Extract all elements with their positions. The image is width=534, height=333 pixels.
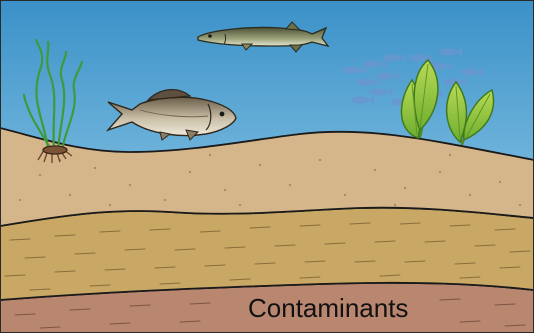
contaminants-label: Contaminants (248, 293, 408, 323)
